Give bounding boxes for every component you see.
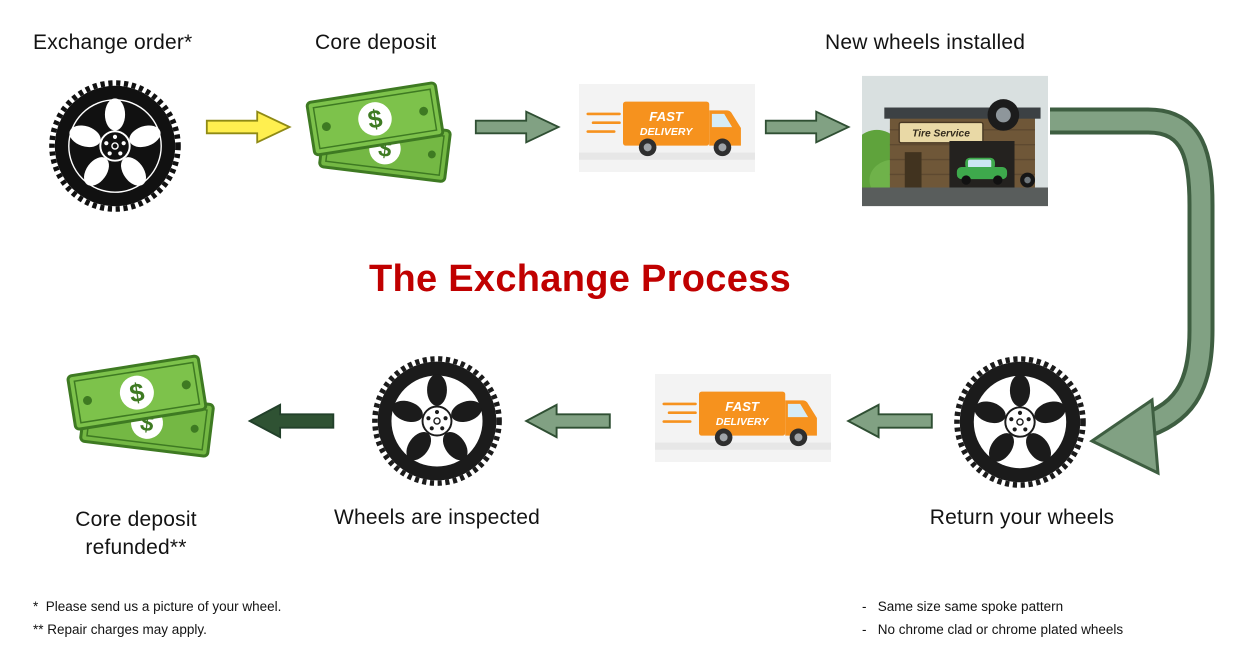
yellow-arrow-icon: [204, 109, 296, 145]
footnote-spoke-pattern: - Same size same spoke pattern: [862, 599, 1064, 614]
footnotes-right: - Same size same spoke pattern - No chro…: [862, 595, 1123, 641]
svg-text:FAST: FAST: [649, 109, 684, 124]
white-wheel-icon: [368, 352, 506, 490]
svg-text:Tire Service: Tire Service: [912, 128, 970, 139]
exchange-order-label: Exchange order*: [33, 31, 193, 54]
return-your-wheels-label: Return your wheels: [929, 506, 1115, 529]
svg-text:$: $: [127, 377, 147, 409]
refunded-label-line1: Core deposit: [75, 508, 197, 531]
footnote-picture: * Please send us a picture of your wheel…: [33, 599, 282, 614]
svg-text:$: $: [366, 105, 384, 135]
wheels-inspected-label: Wheels are inspected: [334, 506, 540, 529]
dark-green-arrow-left-icon: [243, 402, 340, 440]
core-deposit-label: Core deposit: [315, 31, 437, 54]
green-arrow-right-icon: [764, 109, 854, 145]
svg-text:DELIVERY: DELIVERY: [716, 416, 770, 428]
refunded-label-line2: refunded**: [85, 536, 187, 559]
green-arrow-left-icon: [844, 402, 936, 440]
delivery-truck-return-icon: FAST DELIVERY: [654, 374, 832, 462]
white-wheel-return-icon: [950, 352, 1090, 492]
svg-text:DELIVERY: DELIVERY: [640, 126, 694, 138]
delivery-truck-icon: FAST DELIVERY: [578, 84, 756, 172]
core-deposit-refunded-label: Core deposit refunded**: [36, 506, 236, 562]
money-icon: $ $: [292, 72, 470, 198]
footnote-repair: ** Repair charges may apply.: [33, 622, 207, 637]
footnote-no-chrome: - No chrome clad or chrome plated wheels: [862, 622, 1124, 637]
money-refund-icon: $ $: [52, 345, 234, 473]
green-arrow-left-icon: [522, 402, 614, 440]
svg-text:FAST: FAST: [725, 399, 760, 414]
green-arrow-right-icon: [474, 109, 564, 145]
black-wheel-icon: [45, 76, 185, 216]
footnotes-left: * Please send us a picture of your wheel…: [33, 595, 281, 641]
tire-shop-icon: Tire Service: [862, 75, 1048, 207]
new-wheels-installed-label: New wheels installed: [825, 31, 1026, 54]
page-title: The Exchange Process: [368, 258, 792, 300]
